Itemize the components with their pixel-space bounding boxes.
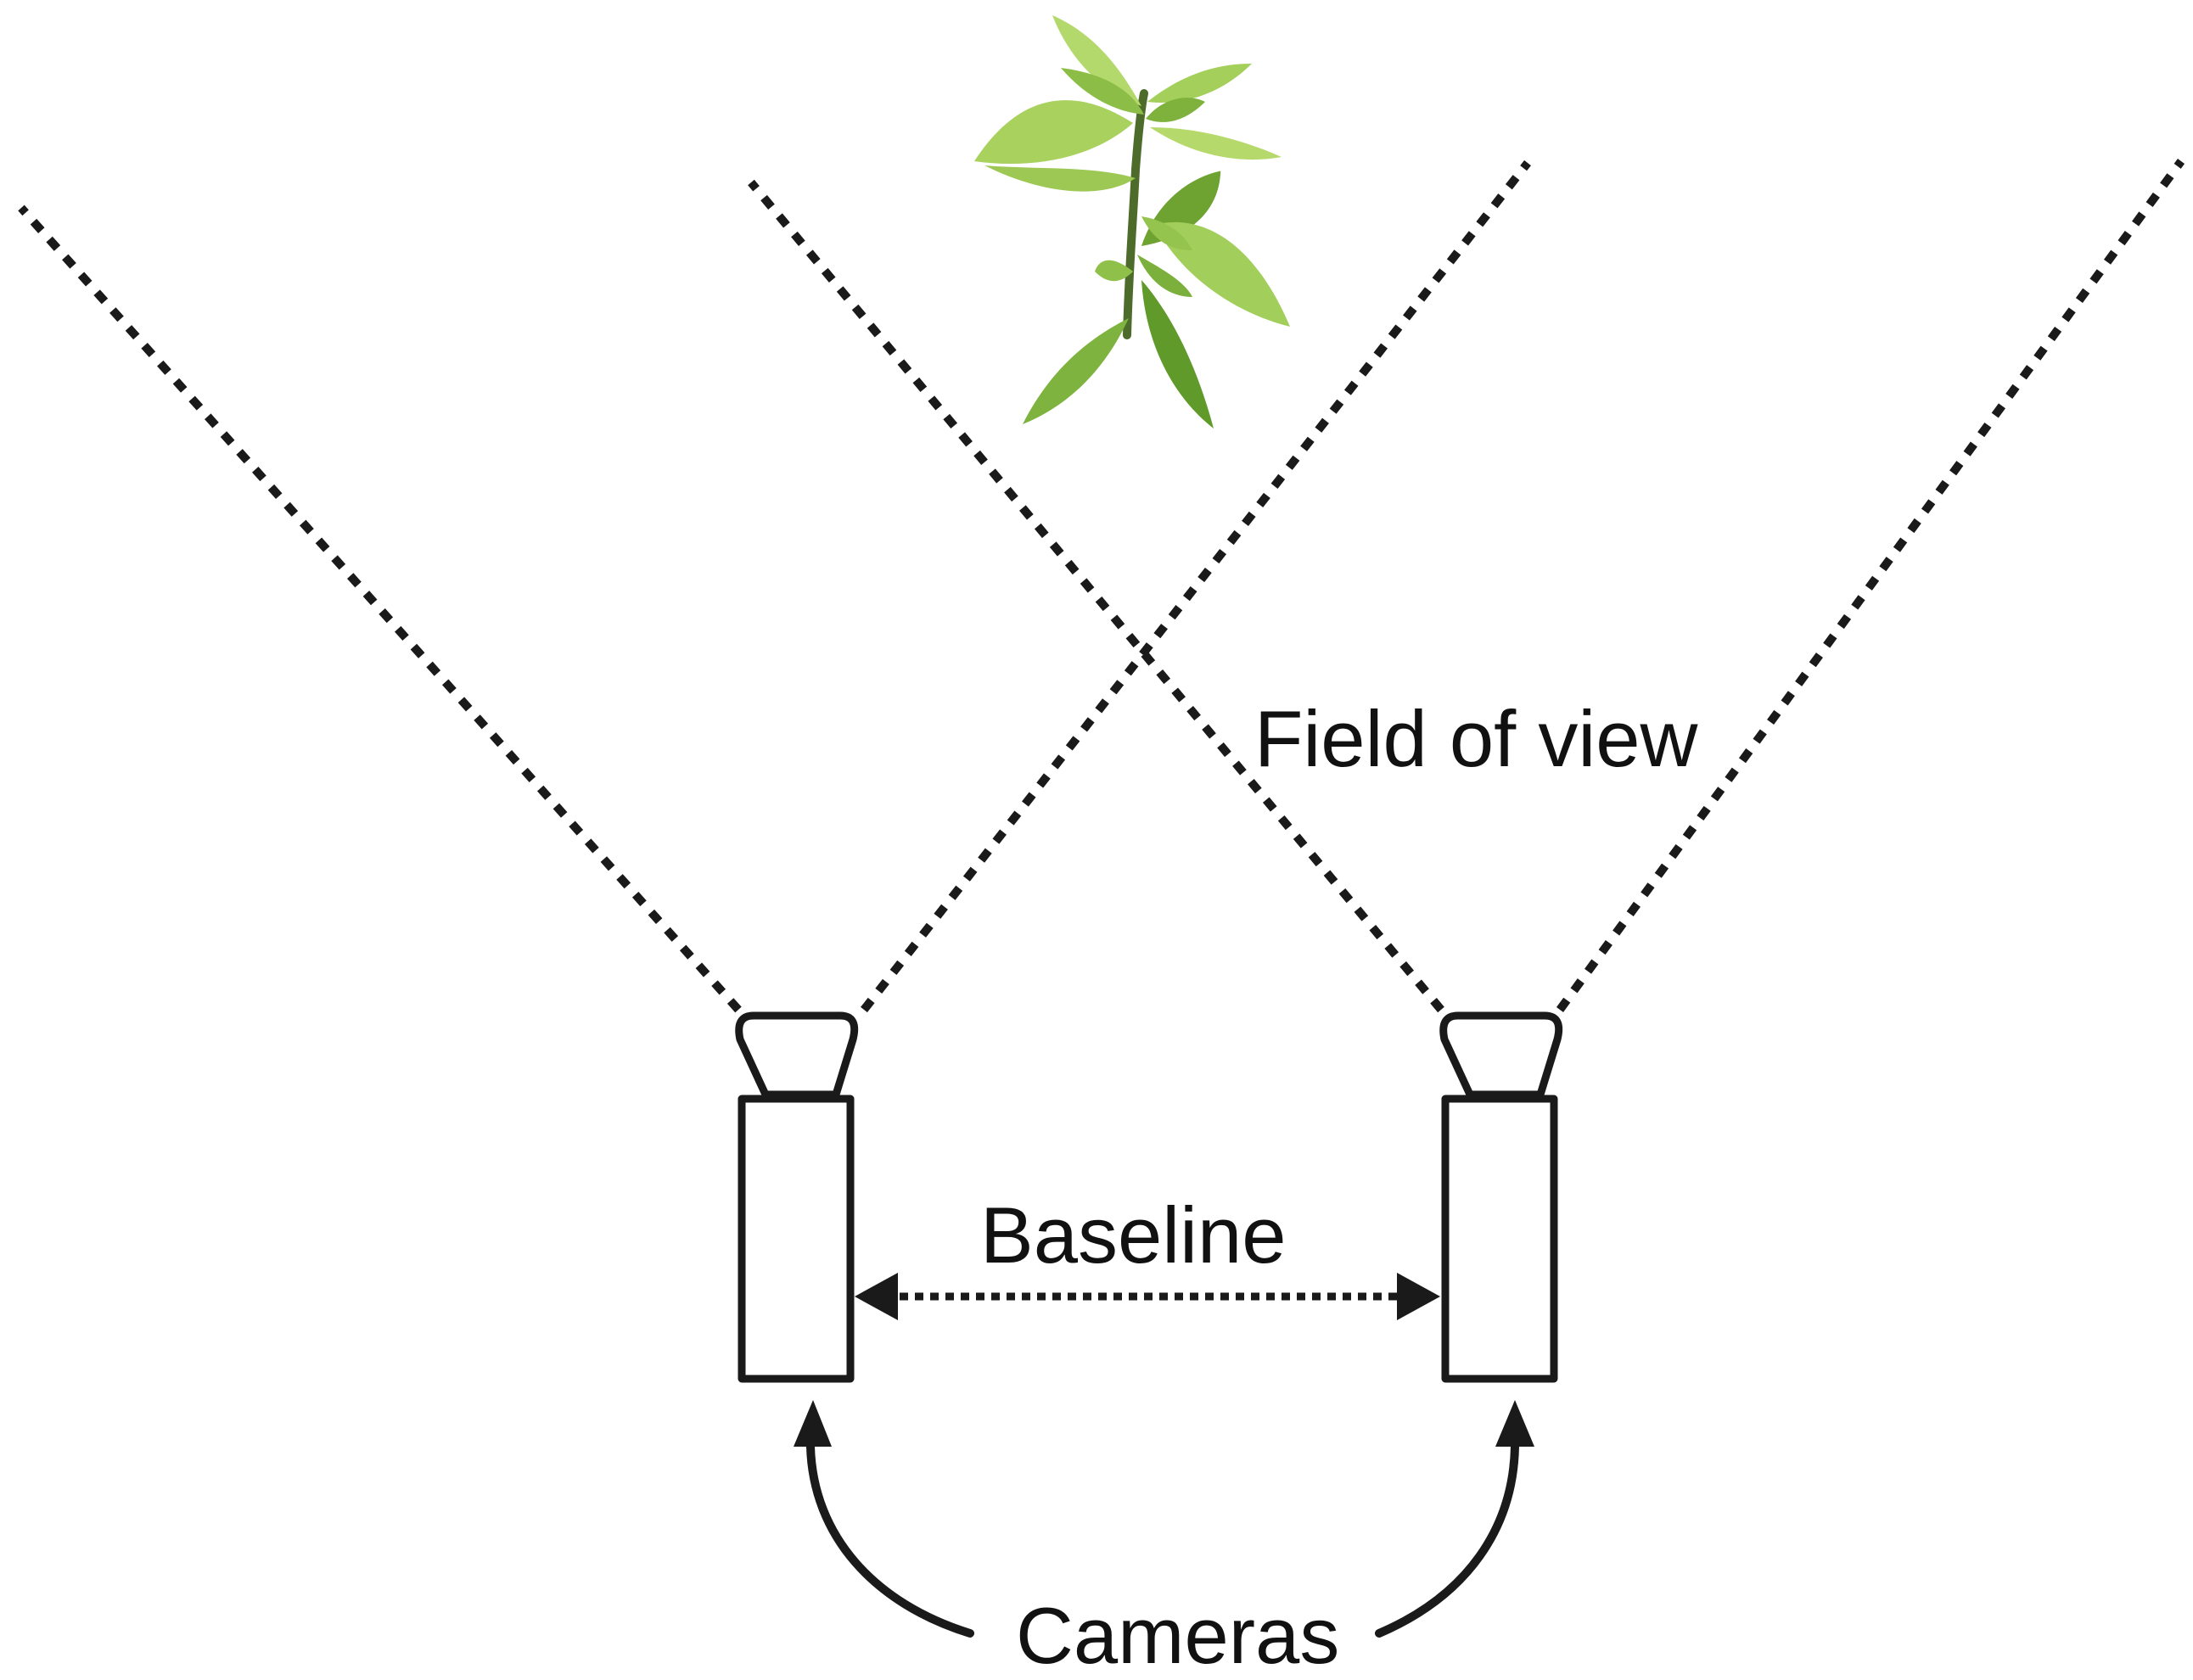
field-of-view-lines — [18, 159, 2185, 1013]
baseline-arrow — [855, 1273, 1440, 1320]
camera-icon — [735, 1011, 859, 1099]
right-camera-pointer — [1375, 1442, 1519, 1638]
left-camera-fov-right — [861, 160, 1531, 1013]
left-camera-pointer — [806, 1442, 974, 1638]
cameras-label: Cameras — [1016, 1591, 1339, 1680]
right-pointer-arrowhead — [1495, 1400, 1534, 1447]
right-camera-fov-right — [1556, 159, 2185, 1012]
right-camera-fov-left — [748, 179, 1444, 1013]
left-camera-body — [738, 1095, 855, 1383]
camera-pointer-arrows — [806, 1442, 1519, 1638]
left-camera-fov-left — [18, 204, 742, 1013]
camera-icon — [1439, 1011, 1563, 1099]
baseline-arrowhead-right — [1397, 1273, 1440, 1320]
baseline-label: Baseline — [980, 1190, 1287, 1280]
left-pointer-arrowhead — [794, 1400, 832, 1447]
baseline-arrowhead-left — [855, 1273, 898, 1320]
right-camera — [1439, 1011, 1563, 1383]
field-of-view-label: Field of view — [1254, 694, 1699, 783]
right-camera-body — [1441, 1095, 1558, 1383]
plant-icon — [974, 15, 1290, 428]
left-camera — [735, 1011, 859, 1383]
